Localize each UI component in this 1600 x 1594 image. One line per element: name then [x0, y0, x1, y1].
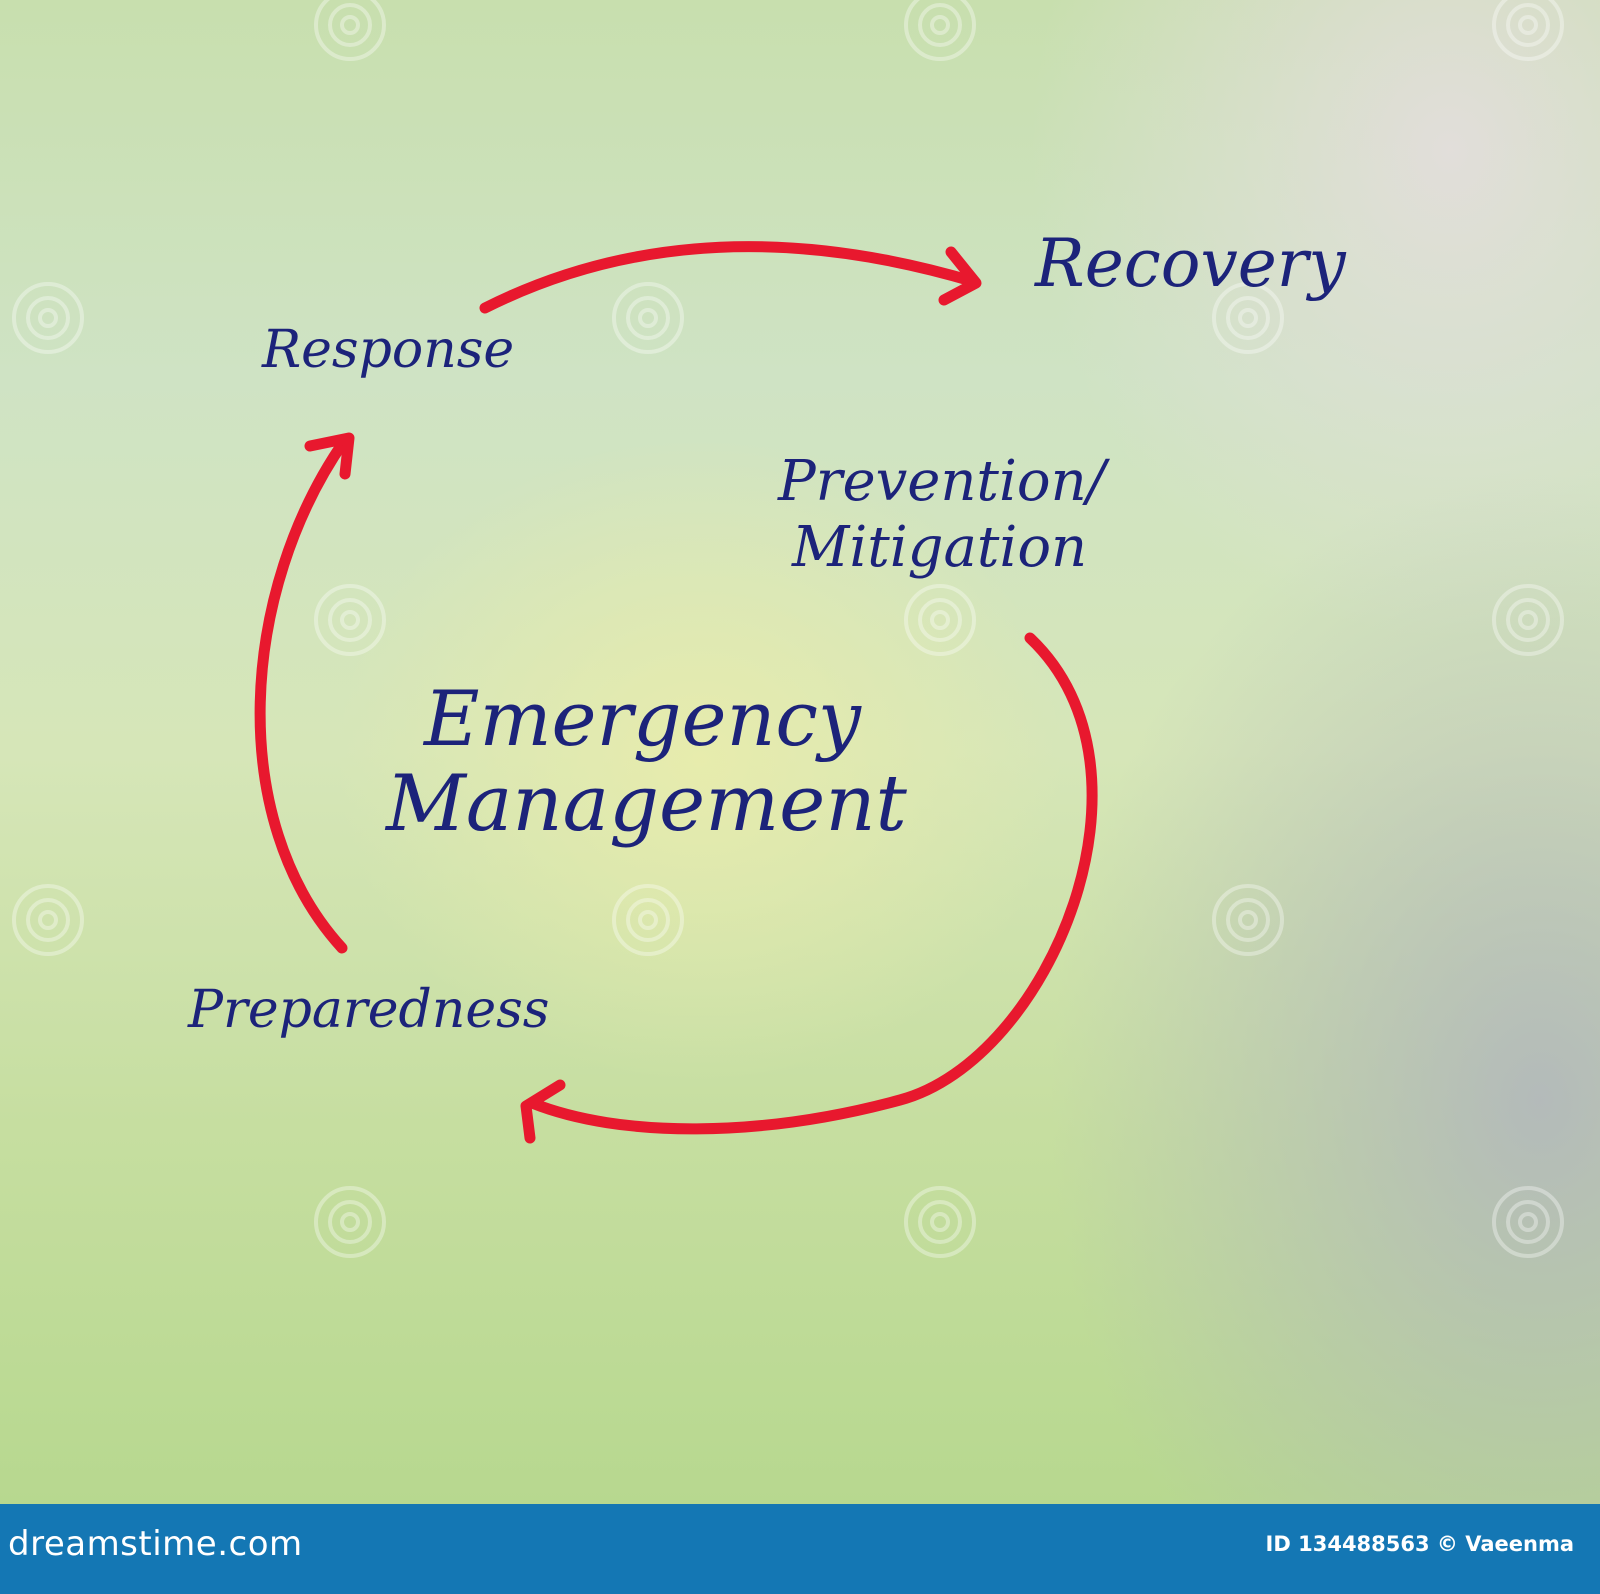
center-title-line1: Emergency: [424, 674, 861, 763]
footer-brand: dreamstime.com: [8, 1524, 303, 1564]
center-title-line2: Management: [386, 759, 907, 849]
arrow-preparedness-to-response: [254, 434, 351, 954]
stage-label-response: Response: [262, 320, 515, 380]
diagram-canvas: Recovery Response Prevention/ Mitigation…: [0, 0, 1600, 1504]
arrow-prevention-to-preparedness: [526, 632, 1098, 1135]
arrowhead-icon: [938, 246, 982, 306]
stage-label-preparedness: Preparedness: [188, 980, 550, 1040]
cycle-arrows: [254, 241, 1098, 1144]
stage-label-recovery: Recovery: [1035, 225, 1346, 302]
stage-label-mitigation: Mitigation: [792, 515, 1088, 580]
arrowhead-icon: [520, 1079, 566, 1144]
arrowhead-icon: [304, 432, 355, 480]
footer-bar: dreamstime.com ID 134488563 © Vaeenma: [0, 1504, 1600, 1594]
footer-credit: ID 134488563 © Vaeenma: [1265, 1532, 1574, 1556]
stage-label-prevention: Prevention/: [778, 449, 1106, 514]
arrow-response-to-recovery: [479, 241, 981, 314]
